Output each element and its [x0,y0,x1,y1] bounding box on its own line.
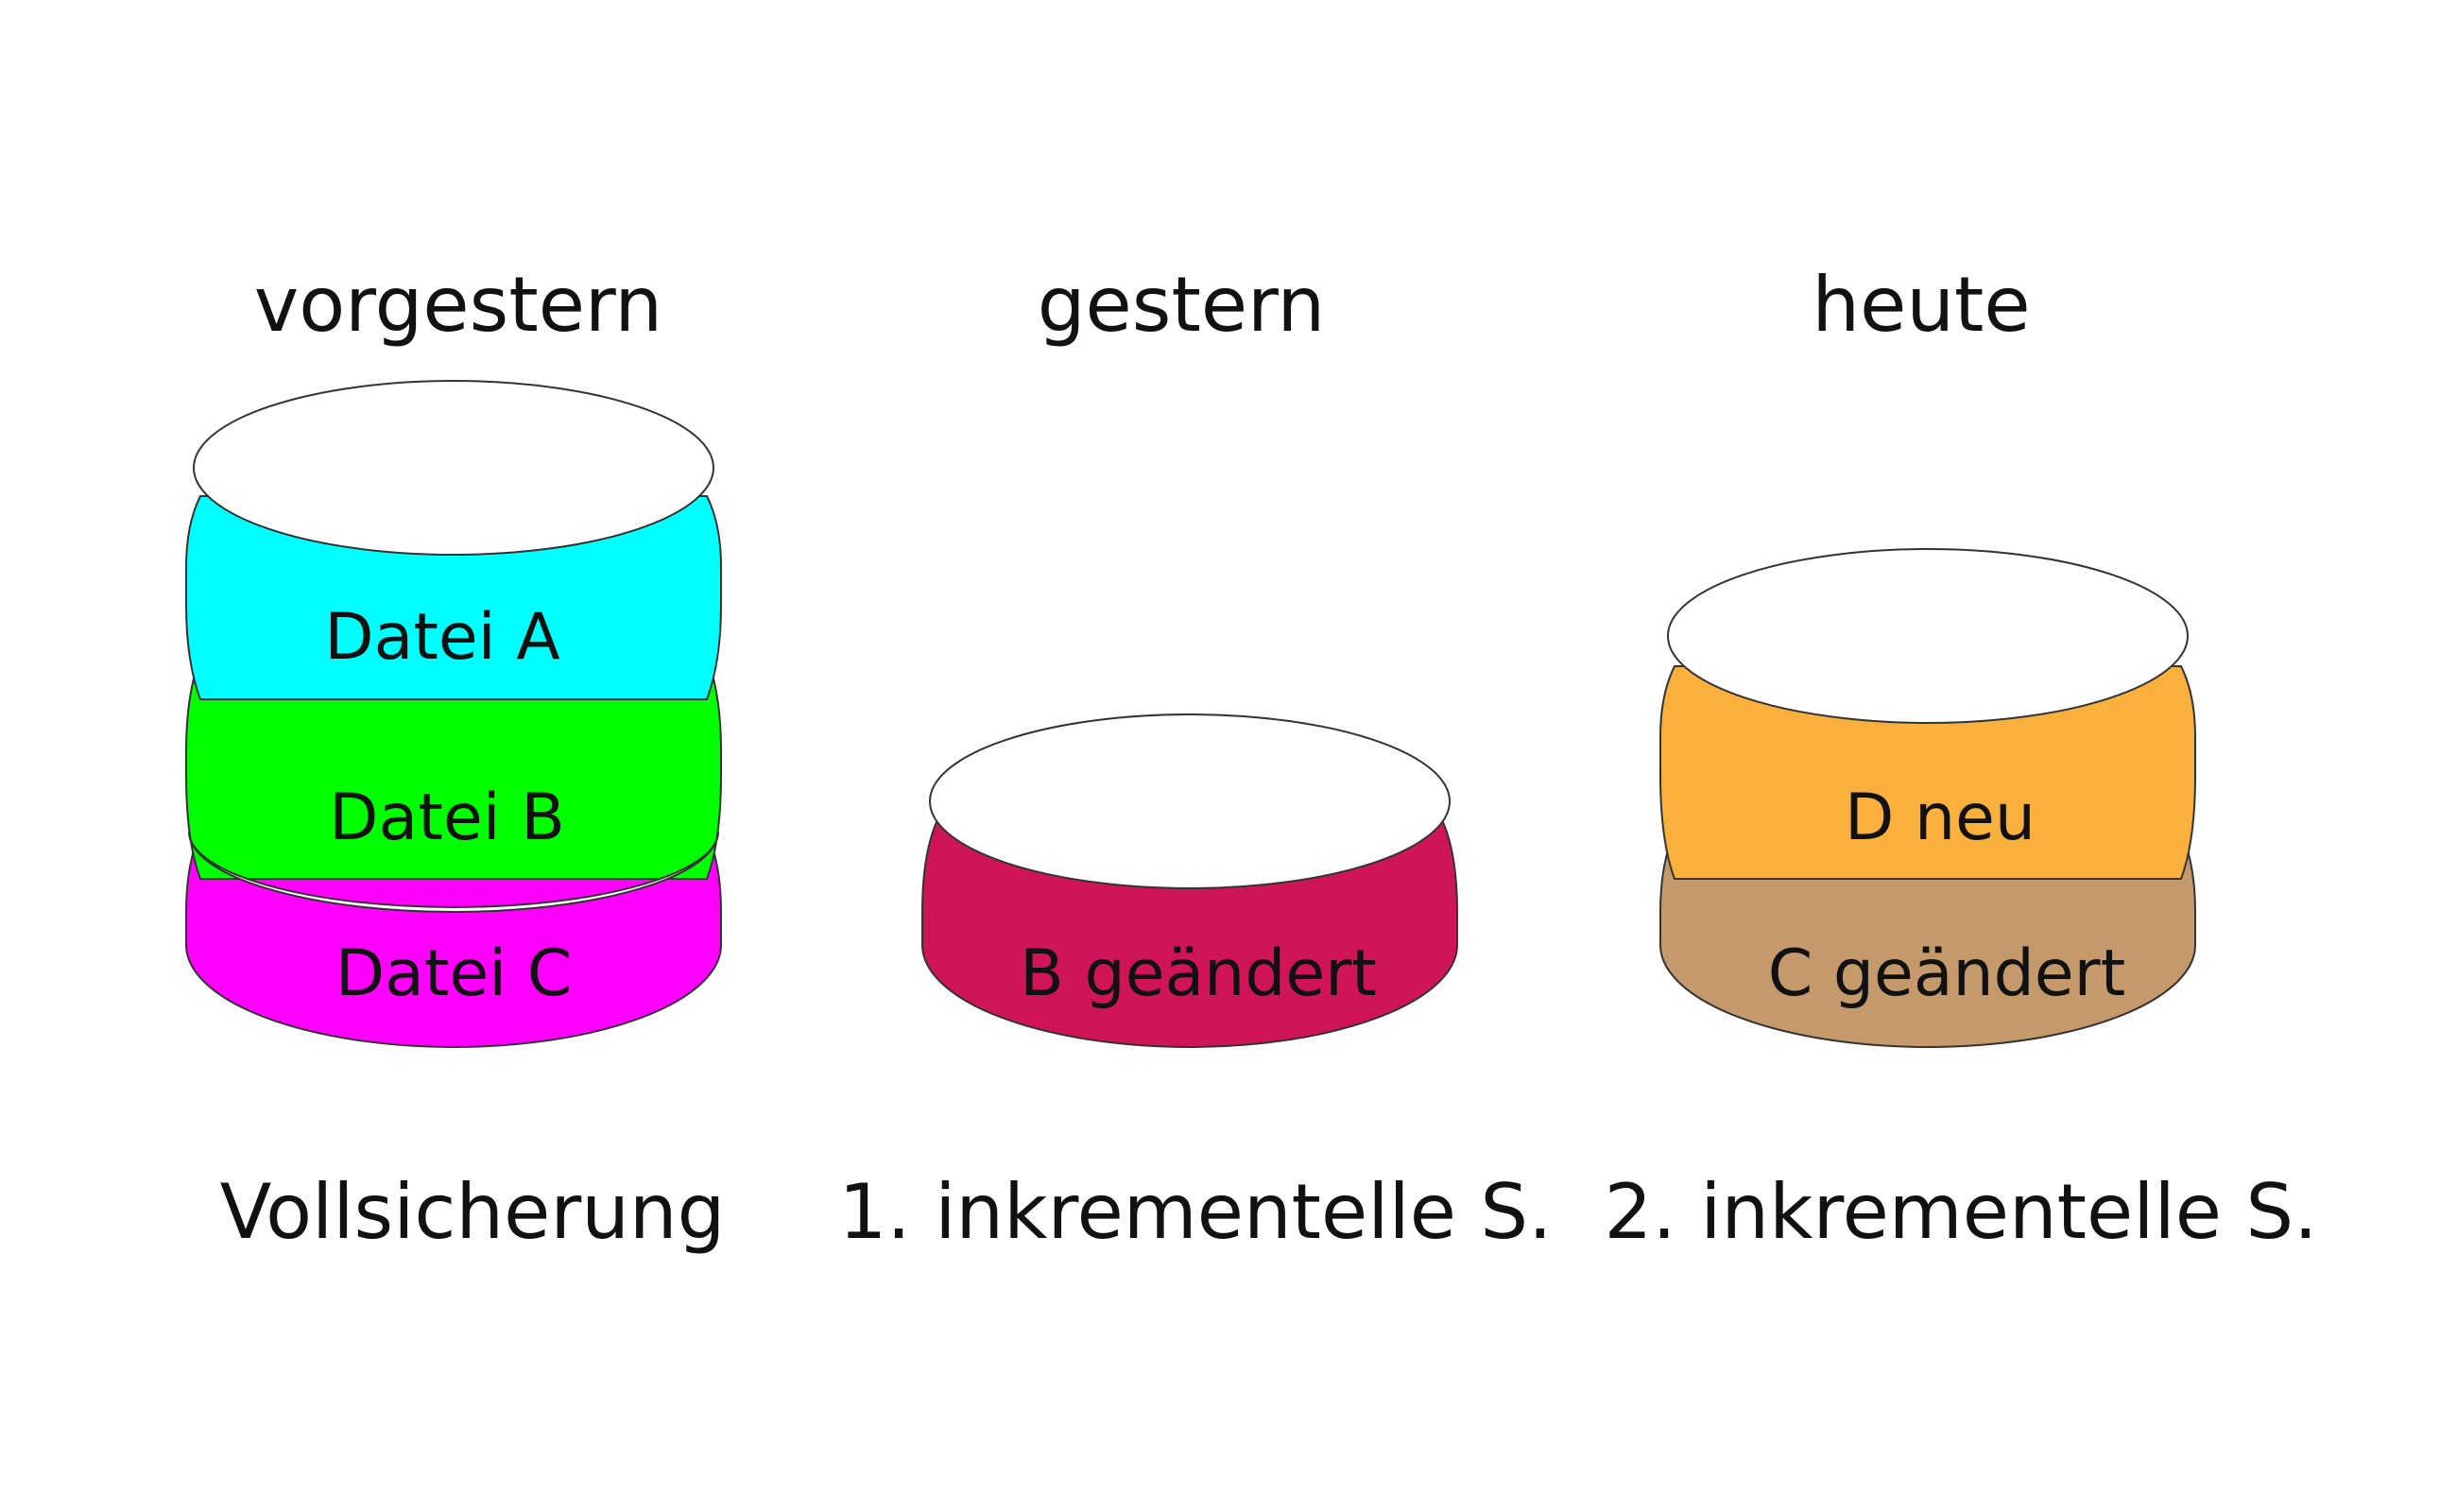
file-label-datei-a: Datei A [324,600,560,675]
disk-layer-c-geaendert: C geändert [1659,831,2196,1048]
file-label-c-geaendert: C geändert [1768,936,2125,1011]
day-label-gestern: gestern [1038,261,1325,349]
disk-band-b-geaendert [921,821,1458,1048]
disk-band-d-neu [1659,665,2196,880]
column-vorgestern: vorgestern Datei C Datei B Datei A Volls… [185,261,726,1256]
disk-layer-datei-b: Datei B [185,656,722,913]
backup-label-inkrementell-1: 1. inkrementelle S. [838,1168,1552,1256]
column-heute: heute C geändert D neu 2. inkrementelle … [1604,261,2317,1256]
day-label-vorgestern: vorgestern [254,261,662,349]
disk-lid-vollsicherung [193,380,714,556]
disk-layer-datei-a: Datei A [185,495,722,700]
file-label-datei-c: Datei C [335,936,573,1011]
file-label-b-geaendert: B geändert [1020,936,1377,1011]
backup-label-inkrementell-2: 2. inkrementelle S. [1604,1168,2317,1256]
disk-layer-datei-c: Datei C [185,831,722,1048]
file-label-d-neu: D neu [1845,781,2036,855]
backup-label-vollsicherung: Vollsicherung [220,1168,726,1256]
disk-lid-inkrementell-1 [929,713,1451,889]
column-gestern: gestern B geändert 1. inkrementelle S. [838,261,1552,1256]
disk-layer-b-geaendert: B geändert [921,821,1458,1048]
disk-layer-d-neu: D neu [1659,665,2196,880]
file-label-datei-b: Datei B [329,781,565,855]
disk-lid-inkrementell-2 [1667,548,2189,724]
disk-band-datei-a [185,495,722,700]
day-label-heute: heute [1812,261,2030,349]
disk-separator-b-c [188,831,719,913]
